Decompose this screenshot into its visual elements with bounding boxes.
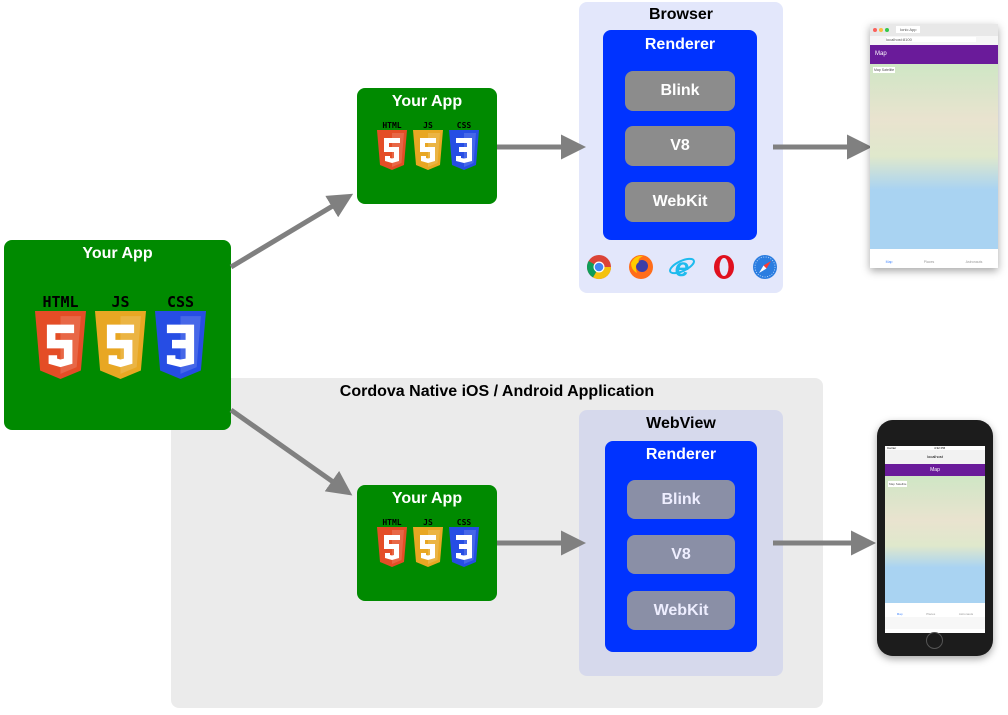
badge-label: CSS: [166, 293, 195, 311]
renderer-title: Renderer: [644, 36, 716, 53]
badge-label: HTML: [382, 518, 402, 527]
home-button[interactable]: [926, 632, 943, 649]
app-header: Map: [870, 45, 998, 64]
tab-places[interactable]: Places: [926, 612, 936, 616]
css3-logo: CSS: [448, 518, 480, 567]
badge-label: CSS: [456, 121, 472, 130]
app-header: Map: [885, 464, 985, 476]
app-title: Your App: [391, 93, 463, 110]
engine-v8: V8: [627, 535, 735, 574]
url-bar: localhost:8100: [886, 37, 976, 42]
engine-v8: V8: [625, 126, 735, 166]
engine-blink: Blink: [627, 480, 735, 519]
html5-logo: HTML: [376, 518, 408, 567]
map: Map Satellite: [870, 64, 998, 249]
time: 4:32 PM: [933, 446, 946, 450]
your-app-main: Your App HTML JS CSS: [4, 240, 231, 430]
your-app-cordova: Your App HTML JS CSS: [357, 485, 497, 601]
tab-map[interactable]: Map: [896, 612, 903, 616]
tab-map[interactable]: Map: [885, 260, 893, 264]
browser-renderer: Renderer Blink V8 WebKit: [603, 30, 757, 240]
satellite-toggle[interactable]: Satellite: [881, 68, 895, 72]
badge-label: CSS: [456, 518, 472, 527]
html5-shield-icon: [35, 311, 86, 379]
engine-webkit: WebKit: [625, 182, 735, 222]
firefox-icon: [628, 255, 653, 279]
phone-preview: Carrier 4:32 PM localhost Map Map Satelli…: [877, 420, 993, 656]
badge-label: JS: [423, 518, 433, 527]
your-app-browser: Your App HTML JS CSS: [357, 88, 497, 204]
tab-astronauts[interactable]: Astronauts: [965, 260, 983, 264]
badge-label: HTML: [42, 293, 79, 311]
html5-shield-icon: [377, 527, 407, 567]
badge-label: HTML: [382, 121, 402, 130]
map: Map Satellite: [885, 476, 985, 603]
renderer-title: Renderer: [645, 446, 717, 463]
html5-shield-icon: [377, 130, 407, 170]
browser-tab: Ionic App: [896, 26, 921, 33]
webview-renderer: Renderer Blink V8 WebKit: [605, 441, 757, 652]
engine-blink: Blink: [625, 71, 735, 111]
app-title: Your App: [391, 490, 463, 507]
tab-astronauts[interactable]: Astronauts: [958, 612, 974, 616]
arrow-app-to-browser-app: [229, 193, 354, 270]
js-shield-icon: [413, 527, 443, 567]
js-shield-icon: [413, 130, 443, 170]
css3-shield-icon: [155, 311, 206, 379]
tab-places[interactable]: Places: [923, 260, 935, 264]
satellite-toggle[interactable]: Satellite: [895, 482, 907, 486]
chrome-icon: [586, 255, 611, 280]
css3-logo: CSS: [153, 293, 208, 379]
webview-title: WebView: [646, 415, 716, 432]
url-bar[interactable]: localhost: [927, 454, 943, 459]
engine-webkit: WebKit: [627, 591, 735, 630]
html5-logo: HTML: [33, 293, 88, 379]
css3-logo: CSS: [448, 121, 480, 170]
internet-explorer-icon: e: [669, 253, 695, 281]
browser-title: Browser: [648, 6, 714, 23]
arrow-app-to-cordova-app: [229, 407, 353, 496]
browser-panel: Browser Renderer Blink V8 WebKit e: [579, 2, 783, 293]
js-logo: JS: [412, 121, 444, 170]
js-logo: JS: [93, 293, 148, 379]
map-toggle[interactable]: Map: [889, 482, 895, 486]
html5-logo: HTML: [376, 121, 408, 170]
header-title: Map: [875, 51, 887, 57]
js-shield-icon: [95, 311, 146, 379]
header-title: Map: [930, 467, 940, 473]
safari-icon: [753, 255, 777, 279]
map-toggle[interactable]: Map: [874, 68, 881, 72]
badge-label: JS: [111, 293, 130, 311]
css3-shield-icon: [449, 527, 479, 567]
badge-label: JS: [423, 121, 433, 130]
desktop-browser-preview: Ionic App localhost:8100 Map Map Satelli…: [870, 24, 998, 268]
opera-icon: [713, 255, 734, 279]
app-title: Your App: [82, 245, 153, 262]
webview-panel: WebView Renderer Blink V8 WebKit: [579, 410, 783, 676]
js-logo: JS: [412, 518, 444, 567]
cordova-title: Cordova Native iOS / Android Application: [339, 383, 655, 400]
css3-shield-icon: [449, 130, 479, 170]
carrier: Carrier: [887, 446, 897, 450]
